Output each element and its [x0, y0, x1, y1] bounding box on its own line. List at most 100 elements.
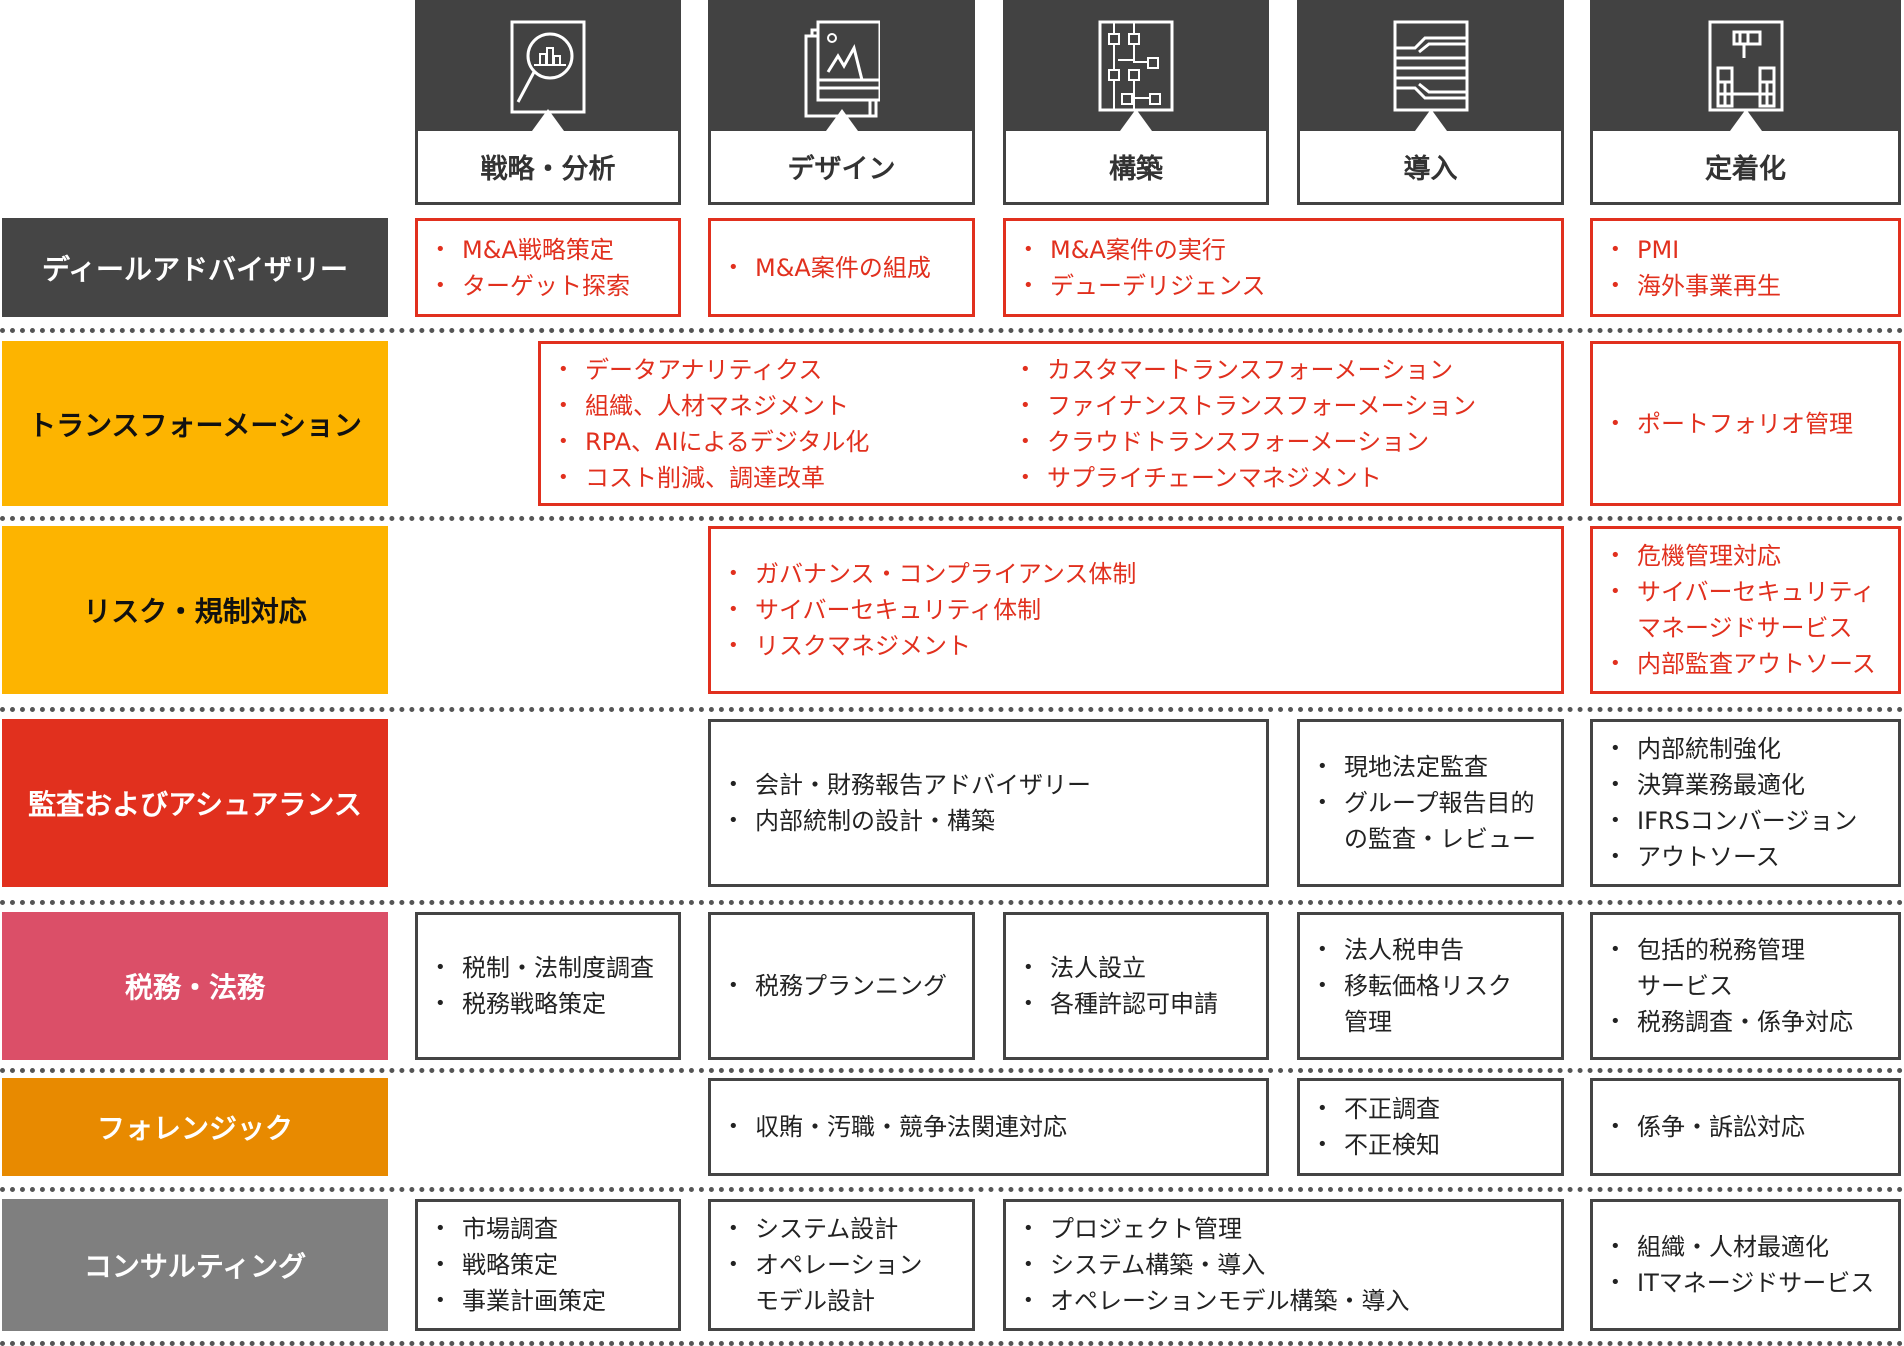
list-column: カスタマートランスフォーメーションファイナンストランスフォーメーションクラウドト… [1020, 352, 1476, 496]
row-divider [0, 900, 1904, 905]
list-item: カスタマートランスフォーメーション [1020, 352, 1476, 388]
list-item: 内部監査アウトソース [1610, 646, 1876, 682]
list-item: 包括的税務管理 サービス [1610, 932, 1853, 1004]
bullet-list: M&A案件の実行デューデリジェンス [1023, 232, 1266, 304]
list-item: 税制・法制度調査 [435, 950, 654, 986]
service-cell: 税務プランニング [708, 912, 975, 1060]
list-item: グループ報告目的 の監査・レビュー [1317, 785, 1536, 857]
bullet-list: システム設計オペレーション モデル設計 [728, 1211, 923, 1319]
list-item: ガバナンス・コンプライアンス体制 [728, 556, 1136, 592]
service-cell: 組織・人材最適化ITマネージドサービス [1590, 1199, 1901, 1331]
list-item: RPA、AIによるデジタル化 [558, 424, 1020, 460]
service-cell: 税制・法制度調査税務戦略策定 [415, 912, 681, 1060]
list-item: ITマネージドサービス [1610, 1265, 1874, 1301]
list-item: 決算業務最適化 [1610, 767, 1857, 803]
list-item: オペレーションモデル構築・導入 [1023, 1283, 1410, 1319]
list-item: 収賄・汚職・競争法関連対応 [728, 1109, 1067, 1145]
list-item: 海外事業再生 [1610, 268, 1781, 304]
service-cell: 包括的税務管理 サービス税務調査・係争対応 [1590, 912, 1901, 1060]
service-cell: M&A案件の組成 [708, 218, 975, 317]
bullet-list: ポートフォリオ管理 [1610, 406, 1853, 442]
service-label: 監査およびアシュアランス [2, 719, 388, 887]
phase-header-1: 戦略・分析 [415, 0, 681, 208]
service-label: ディールアドバイザリー [2, 218, 388, 317]
bullet-list: 税制・法制度調査税務戦略策定 [435, 950, 654, 1022]
list-item: サイバーセキュリティ体制 [728, 592, 1136, 628]
bullet-list: 現地法定監査グループ報告目的 の監査・レビュー [1317, 749, 1536, 857]
magnifier-chart-icon [510, 20, 586, 114]
list-item: 現地法定監査 [1317, 749, 1536, 785]
list-item: 組織、人材マネジメント [558, 388, 1020, 424]
service-cell: 市場調査戦略策定事業計画策定 [415, 1199, 681, 1331]
list-item: M&A案件の組成 [728, 250, 931, 286]
list-item: システム設計 [728, 1211, 923, 1247]
bullet-list: PMI海外事業再生 [1610, 232, 1781, 304]
list-item: 組織・人材最適化 [1610, 1229, 1874, 1265]
pointer-triangle [1729, 109, 1762, 131]
list-item: 市場調査 [435, 1211, 606, 1247]
bullet-list: ガバナンス・コンプライアンス体制サイバーセキュリティ体制リスクマネジメント [728, 556, 1136, 664]
service-cell: 収賄・汚職・競争法関連対応 [708, 1078, 1269, 1176]
phase-header-5: 定着化 [1590, 0, 1901, 208]
row-divider [0, 328, 1904, 333]
pointer-triangle [1120, 109, 1152, 131]
row-divider [0, 1341, 1904, 1346]
service-cell: 会計・財務報告アドバイザリー内部統制の設計・構築 [708, 719, 1269, 887]
service-label: フォレンジック [2, 1078, 388, 1176]
row-divider [0, 707, 1904, 712]
bullet-list: 係争・訴訟対応 [1610, 1109, 1805, 1145]
bullet-list: 法人設立各種許認可申請 [1023, 950, 1218, 1022]
layers-implement-icon [1393, 20, 1468, 112]
bullet-list: プロジェクト管理システム構築・導入オペレーションモデル構築・導入 [1023, 1211, 1410, 1319]
list-item: ポートフォリオ管理 [1610, 406, 1853, 442]
pointer-triangle [532, 109, 564, 131]
list-item: サイバーセキュリティ マネージドサービス [1610, 574, 1876, 646]
pointer-triangle [825, 109, 858, 131]
bullet-list: 税務プランニング [728, 968, 947, 1004]
list-item: 法人設立 [1023, 950, 1218, 986]
list-item: 移転価格リスク 管理 [1317, 968, 1512, 1040]
list-item: PMI [1610, 232, 1781, 268]
service-cell: 現地法定監査グループ報告目的 の監査・レビュー [1297, 719, 1564, 887]
list-item: 不正調査 [1317, 1091, 1440, 1127]
bullet-list: 市場調査戦略策定事業計画策定 [435, 1211, 606, 1319]
service-cell: 法人税申告移転価格リスク 管理 [1297, 912, 1564, 1060]
bullet-list: 収賄・汚職・競争法関連対応 [728, 1109, 1067, 1145]
service-label: 税務・法務 [2, 912, 388, 1060]
bullet-list: M&A案件の組成 [728, 250, 931, 286]
circuit-build-icon [1098, 20, 1174, 112]
service-label: リスク・規制対応 [2, 526, 388, 694]
list-item: プロジェクト管理 [1023, 1211, 1410, 1247]
pointer-triangle [1414, 109, 1447, 131]
list-item: 会計・財務報告アドバイザリー [728, 767, 1091, 803]
list-item: リスクマネジメント [728, 628, 1136, 664]
list-item: M&A案件の実行 [1023, 232, 1266, 268]
list-item: サプライチェーンマネジメント [1020, 460, 1476, 496]
service-cell: データアナリティクス組織、人材マネジメントRPA、AIによるデジタル化コスト削減… [538, 341, 1564, 506]
phase-header-4: 導入 [1297, 0, 1564, 208]
bullet-list: 内部統制強化決算業務最適化IFRSコンバージョンアウトソース [1610, 731, 1857, 875]
bullet-list: 法人税申告移転価格リスク 管理 [1317, 932, 1512, 1040]
phase-label: 定着化 [1590, 131, 1901, 205]
bullet-list: 組織・人材最適化ITマネージドサービス [1610, 1229, 1874, 1301]
list-item: ファイナンストランスフォーメーション [1020, 388, 1476, 424]
list-item: 係争・訴訟対応 [1610, 1109, 1805, 1145]
list-item: 法人税申告 [1317, 932, 1512, 968]
service-cell: M&A案件の実行デューデリジェンス [1003, 218, 1564, 317]
row-divider [0, 1068, 1904, 1073]
service-cell: 係争・訴訟対応 [1590, 1078, 1901, 1176]
list-item: 内部統制の設計・構築 [728, 803, 1091, 839]
blocks-establish-icon [1708, 20, 1783, 112]
bullet-list: 会計・財務報告アドバイザリー内部統制の設計・構築 [728, 767, 1091, 839]
service-label: トランスフォーメーション [2, 341, 388, 506]
phase-label: デザイン [708, 131, 975, 205]
list-item: 不正検知 [1317, 1127, 1440, 1163]
bullet-list: 危機管理対応サイバーセキュリティ マネージドサービス内部監査アウトソース [1610, 538, 1876, 682]
list-item: ターゲット探索 [435, 268, 630, 304]
phase-label: 戦略・分析 [415, 131, 681, 205]
phase-label: 構築 [1003, 131, 1269, 205]
phase-label: 導入 [1297, 131, 1564, 205]
list-item: システム構築・導入 [1023, 1247, 1410, 1283]
bullet-list: データアナリティクス組織、人材マネジメントRPA、AIによるデジタル化コスト削減… [558, 352, 1020, 496]
list-item: 税務調査・係争対応 [1610, 1004, 1853, 1040]
